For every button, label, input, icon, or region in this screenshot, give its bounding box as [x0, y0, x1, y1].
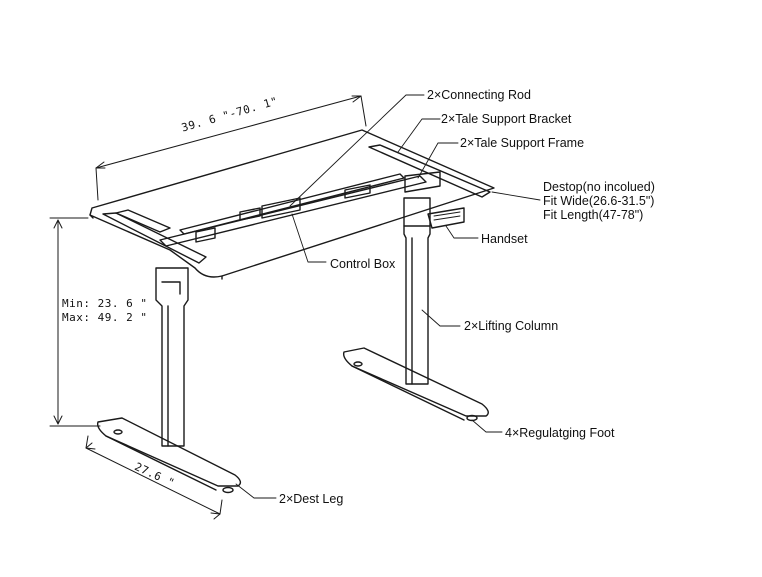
right-support-frame [404, 171, 441, 193]
label-lifting-column: 2×Lifting Column [464, 319, 559, 333]
leader-handset [445, 225, 479, 239]
label-desktop-line2: Fit Wide(26.6-31.5") [543, 194, 655, 208]
left-support-frame [115, 209, 171, 233]
leader-regulating-foot [471, 419, 503, 433]
label-regulating-foot: 4×Regulatging Foot [505, 426, 615, 440]
dimension-height-max: Max: 49. 2 " [62, 311, 148, 324]
connecting-rod-back [179, 173, 405, 235]
label-support-bracket: 2×Tale Support Bracket [441, 112, 572, 126]
label-dest-leg: 2×Dest Leg [279, 492, 344, 506]
label-handset: Handset [481, 232, 528, 246]
desktop-edge [89, 214, 223, 280]
leader-control-box [291, 213, 327, 263]
control-box [261, 197, 301, 219]
label-control-box: Control Box [330, 257, 396, 271]
label-support-frame: 2×Tale Support Frame [460, 136, 585, 150]
left-support-bracket [102, 212, 207, 264]
leader-support-frame [417, 142, 459, 179]
label-desktop-line1: Destop(no incolued) [543, 180, 655, 194]
length-dimension-line [95, 95, 367, 201]
left-lifting-column-inner [161, 281, 181, 447]
right-lifting-column-outer [403, 197, 431, 385]
depth-dimension-line [85, 435, 223, 515]
leader-lifting-column [421, 309, 461, 327]
desktop-outline [89, 129, 495, 278]
right-lifting-column-inner [403, 225, 431, 385]
height-dimension-line [49, 217, 101, 427]
label-desktop-line3: Fit Length(47-78") [543, 208, 644, 222]
label-connecting-rod: 2×Connecting Rod [427, 88, 531, 102]
connecting-rod-front [159, 175, 427, 247]
right-dest-leg [342, 347, 489, 417]
dimension-height-min: Min: 23. 6 " [62, 297, 148, 310]
left-lifting-column-outer [155, 267, 189, 447]
leader-connecting-rod [289, 94, 425, 207]
right-support-bracket [368, 144, 491, 198]
handset [427, 207, 465, 229]
leader-support-bracket [397, 118, 441, 153]
leader-dest-leg [235, 483, 277, 499]
leader-desktop [491, 191, 541, 201]
